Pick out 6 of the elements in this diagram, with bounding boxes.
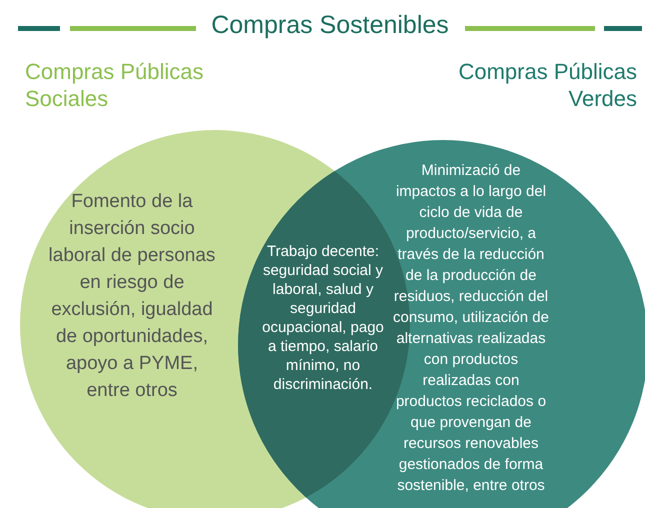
circle-text: Minimizació de impactos a lo largo del ciclo de vida de producto/servicio, a través de la reducción de la producción de residuos, reducción del consumo, utilización de alternativas realizadas con productos realizadas con productos reciclados o que provengan de recursos renovables gestionados de forma sostenible, entre otros bbox=[392, 161, 550, 496]
circle-heading: Compras Públicas Sociales bbox=[25, 58, 205, 112]
circle-heading: Compras Públicas Verdes bbox=[457, 58, 637, 112]
title: Compras Sostenibles bbox=[210, 10, 450, 40]
overlap-text: Trabajo decente: seguridad social y laboral, salud y seguridad ocupacional, pago a tiempo, salario mínimo, no discriminación. bbox=[261, 242, 385, 394]
circle-text: Fomento de la inserción socio laboral de personas en riesgo de exclusión, igualdad de oportunidades, apoyo a PYME, entre otros bbox=[48, 190, 216, 403]
